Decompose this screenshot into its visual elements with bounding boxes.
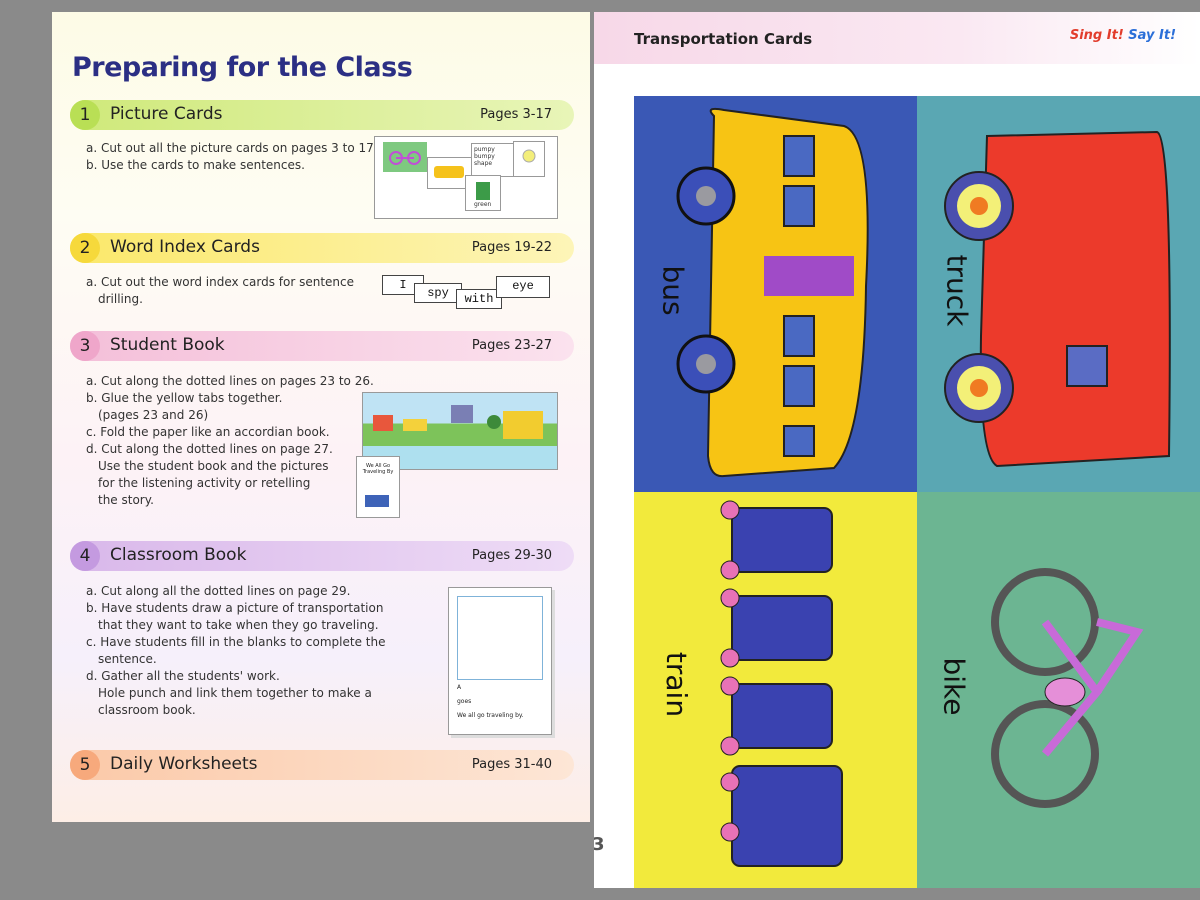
- paint-card-image: green: [465, 175, 501, 211]
- bus-card: bus: [634, 96, 917, 492]
- step-text: Hole punch and link them together to mak…: [98, 686, 372, 700]
- train-label: train: [660, 651, 694, 718]
- header-title: Transportation Cards: [634, 30, 813, 48]
- section-number: 4: [70, 541, 100, 571]
- step-text: Use the student book and the pictures: [98, 459, 329, 473]
- section-number: 5: [70, 750, 100, 780]
- section-title: Word Index Cards: [110, 237, 260, 257]
- section-title: Daily Worksheets: [110, 754, 258, 774]
- section-1-steps: a. Cut out all the picture cards on page…: [86, 140, 378, 174]
- step-text: c. Have students fill in the blanks to c…: [86, 635, 386, 649]
- step-text: that they want to take when they go trav…: [98, 618, 379, 632]
- form-text: A: [457, 684, 462, 691]
- truck-label: truck: [940, 254, 974, 327]
- student-book-panorama: [362, 392, 558, 470]
- section-number: 1: [70, 100, 100, 130]
- right-page: Transportation Cards Sing It! Say It! 3: [594, 12, 1200, 888]
- mini-text: bumpy: [474, 153, 495, 160]
- cover-caption: Traveling By: [362, 469, 394, 475]
- logo: Sing It! Say It!: [1070, 28, 1176, 43]
- section-2-steps: a. Cut out the word index cards for sent…: [86, 274, 354, 308]
- left-page: Preparing for the Class 1 Picture Cards …: [52, 12, 590, 822]
- section-title: Classroom Book: [110, 545, 247, 565]
- section-5-bar: 5 Daily Worksheets Pages 31-40: [70, 750, 574, 780]
- transportation-cards-grid: bus truck: [634, 96, 1200, 888]
- step-text: (pages 23 and 26): [98, 408, 209, 422]
- train-card: train: [634, 492, 917, 888]
- page-title: Preparing for the Class: [72, 52, 413, 83]
- word-card-image: pumpy bumpy shape: [471, 143, 515, 177]
- form-text: We all go traveling by.: [457, 712, 524, 719]
- section-3-steps: a. Cut along the dotted lines on pages 2…: [86, 373, 374, 509]
- step-text: d. Gather all the students' work.: [86, 669, 280, 683]
- section-pages: Pages 31-40: [471, 757, 552, 772]
- step-text: classroom book.: [98, 703, 196, 717]
- step-text: b. Glue the yellow tabs together.: [86, 391, 283, 405]
- bulb-card-image: [513, 141, 545, 177]
- section-4-bar: 4 Classroom Book Pages 29-30: [70, 541, 574, 571]
- word-card-eye: eye: [496, 276, 550, 298]
- mini-label: green: [474, 201, 492, 208]
- truck-illustration: [944, 130, 1171, 468]
- word-card-i: I: [382, 275, 424, 295]
- bike-label: bike: [937, 657, 971, 716]
- step-text: a. Cut out all the picture cards on page…: [86, 141, 378, 155]
- section-title: Student Book: [110, 335, 225, 355]
- step-text: for the listening activity or retelling: [98, 476, 311, 490]
- step-text: b. Use the cards to make sentences.: [86, 158, 305, 172]
- step-text: a. Cut along all the dotted lines on pag…: [86, 584, 351, 598]
- word-card-spy: spy: [414, 283, 462, 303]
- mini-text: shape: [474, 160, 493, 167]
- step-text: d. Cut along the dotted lines on page 27…: [86, 442, 333, 456]
- bike-card: bike: [917, 492, 1200, 888]
- section-1-bar: 1 Picture Cards Pages 3-17: [70, 100, 574, 130]
- classroom-book-page: A goes We all go traveling by.: [448, 587, 552, 735]
- section-number: 2: [70, 233, 100, 263]
- bus-illustration: [676, 107, 869, 478]
- section-pages: Pages 23-27: [471, 338, 552, 353]
- step-text: sentence.: [98, 652, 157, 666]
- step-text: drilling.: [98, 292, 143, 306]
- bike-illustration: [991, 568, 1144, 808]
- logo-part: Sing It!: [1069, 28, 1124, 43]
- train-illustration: [720, 500, 843, 867]
- section-pages: Pages 29-30: [471, 548, 552, 563]
- form-text: goes: [457, 698, 472, 705]
- section-4-steps: a. Cut along all the dotted lines on pag…: [86, 583, 386, 719]
- step-text: a. Cut out the word index cards for sent…: [86, 275, 355, 289]
- student-book-cover: We All Go Traveling By: [356, 456, 400, 518]
- section-2-bar: 2 Word Index Cards Pages 19-22: [70, 233, 574, 263]
- section-title: Picture Cards: [110, 104, 223, 124]
- section-pages: Pages 3-17: [480, 107, 552, 122]
- step-text: a. Cut along the dotted lines on pages 2…: [86, 374, 374, 388]
- mini-text: pumpy: [474, 146, 495, 153]
- section-3-bar: 3 Student Book Pages 23-27: [70, 331, 574, 361]
- bus-label: bus: [656, 265, 690, 316]
- truck-card: truck: [917, 96, 1200, 492]
- logo-part: Say It!: [1128, 28, 1176, 43]
- section-number: 3: [70, 331, 100, 361]
- page-header: Transportation Cards Sing It! Say It!: [594, 12, 1200, 64]
- word-card-with: with: [456, 289, 502, 309]
- picture-cards-thumbnail: pumpy bumpy shape green: [374, 136, 558, 219]
- cover-caption: We All Go: [365, 463, 391, 469]
- step-text: c. Fold the paper like an accordian book…: [86, 425, 330, 439]
- bike-card-image: [383, 142, 427, 172]
- page-number: 3: [594, 834, 605, 855]
- section-pages: Pages 19-22: [471, 240, 552, 255]
- step-text: the story.: [98, 493, 154, 507]
- step-text: b. Have students draw a picture of trans…: [86, 601, 384, 615]
